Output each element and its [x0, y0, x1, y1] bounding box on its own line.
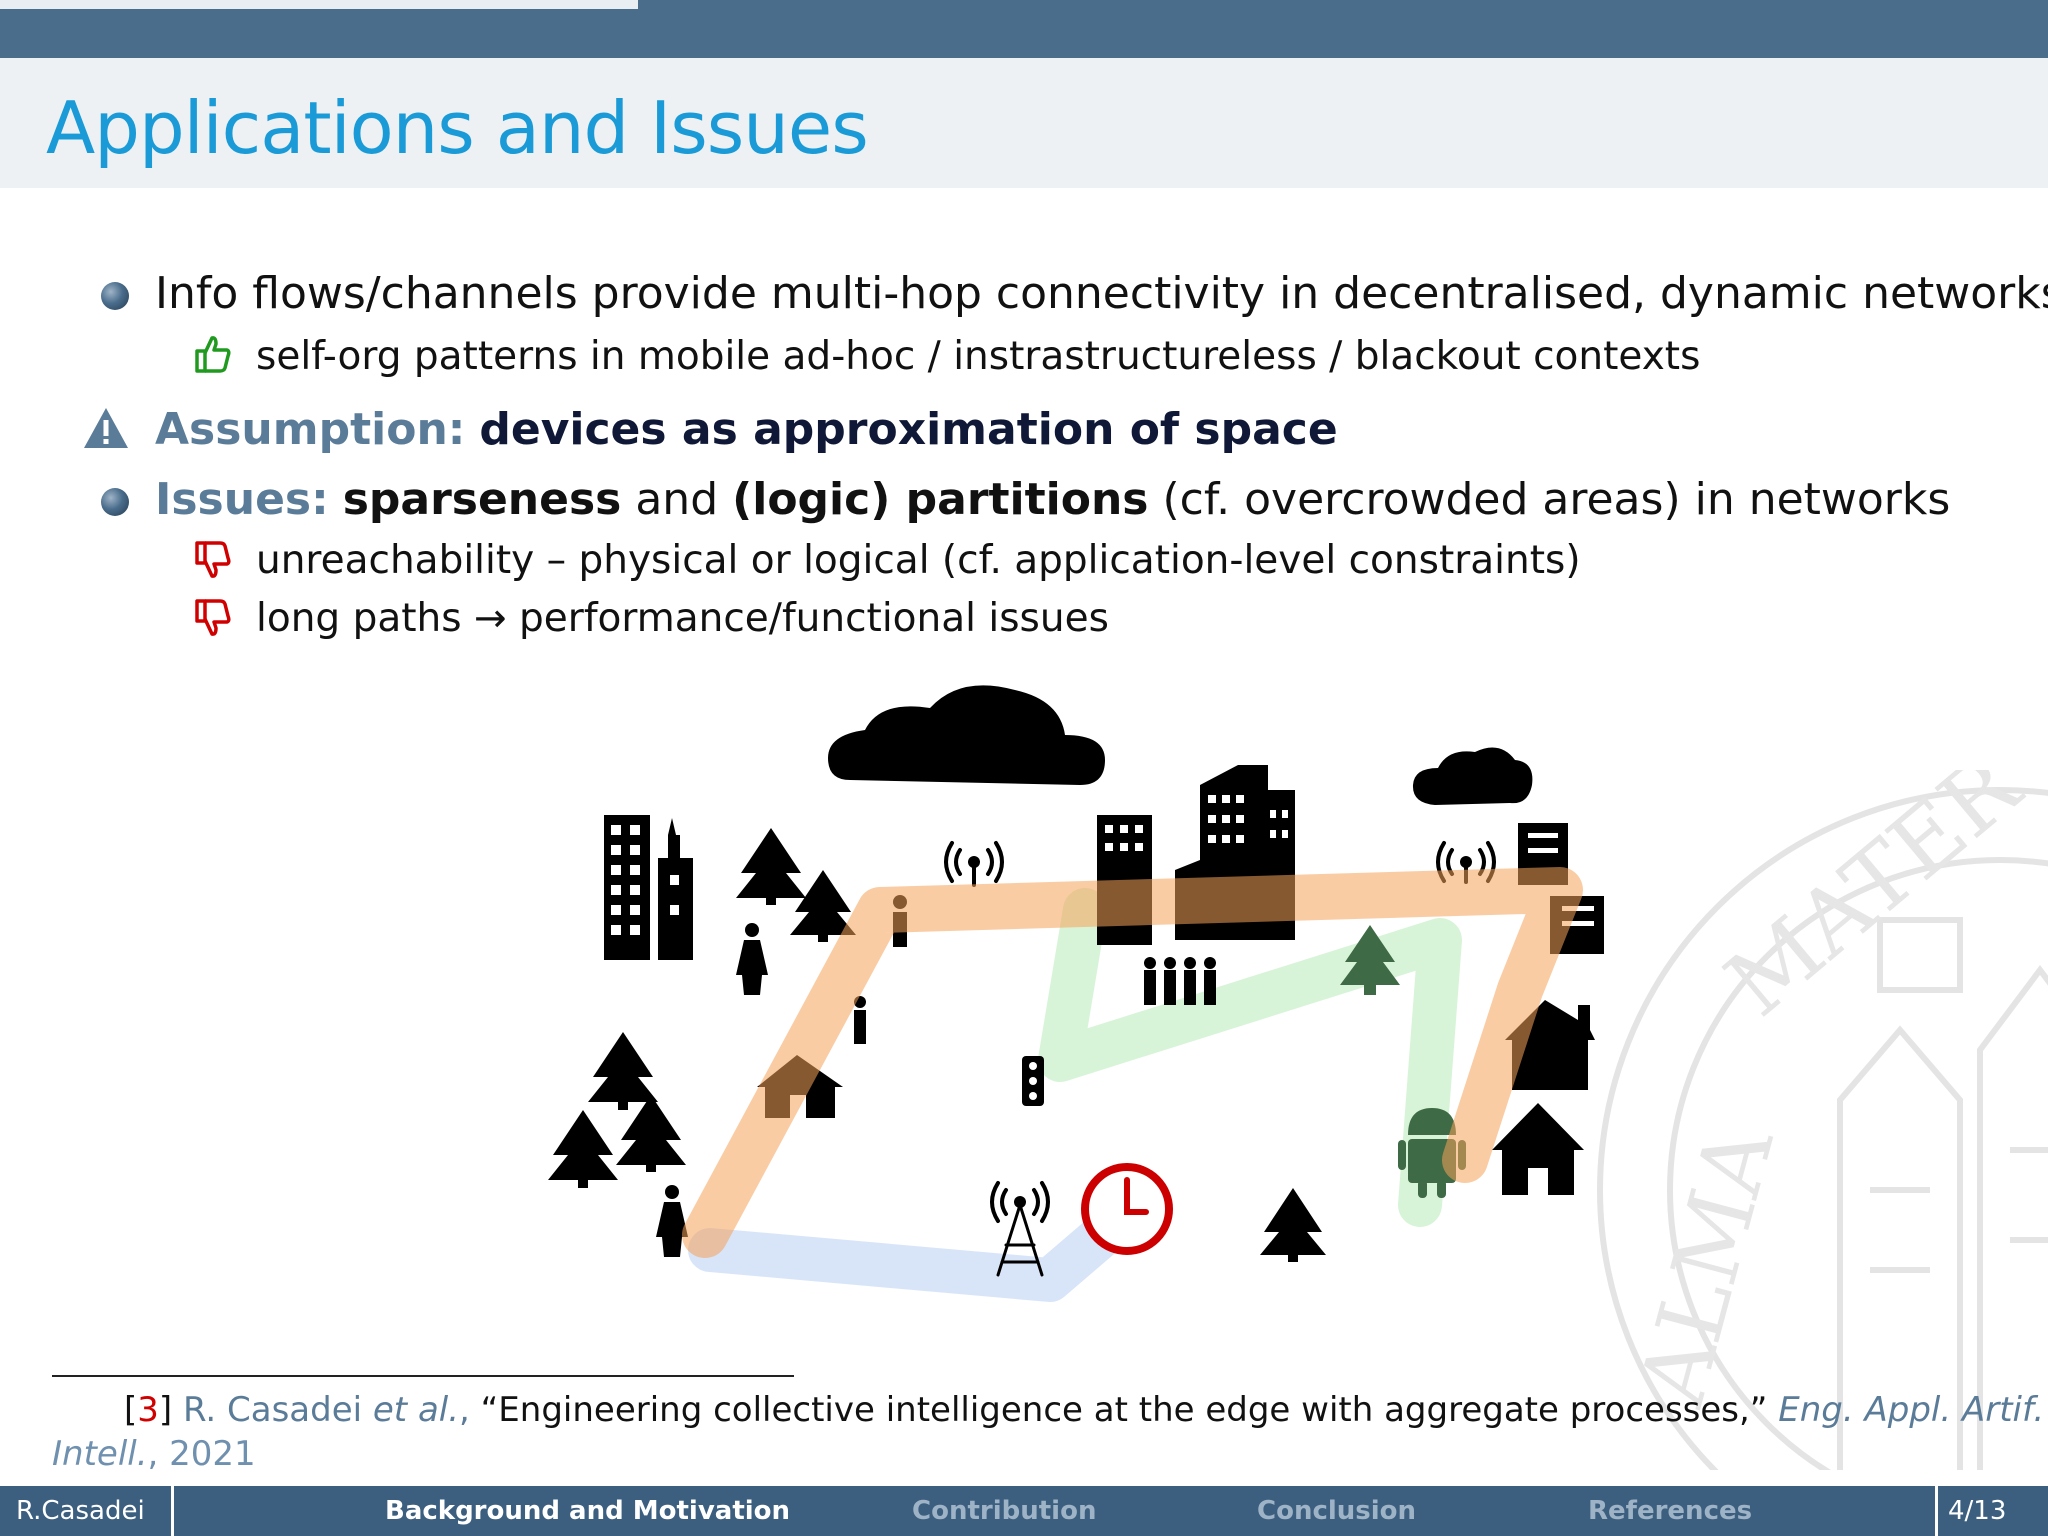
footer-author: R.Casadei [16, 1496, 145, 1526]
issues-and: and [621, 474, 733, 525]
performance-issues-text: performance/functional issues [506, 596, 1109, 641]
network-scenario-illustration [548, 685, 1604, 1302]
footer-navigation-bar: R.Casadei Background and Motivation Cont… [0, 1486, 2048, 1536]
footnote-number: 3 [137, 1390, 159, 1430]
sub-bullet-self-org: self-org patterns in mobile ad-hoc / ins… [256, 334, 1701, 379]
person-icon [656, 1185, 688, 1257]
right-arrow-icon: → [473, 596, 507, 641]
warning-triangle-icon [84, 408, 128, 448]
footnote-bracket-open: [ [124, 1390, 138, 1430]
long-paths-text: long paths [256, 596, 474, 641]
footnote-reference-line2: Intell., 2021 [52, 1434, 256, 1474]
bullet-assumption: Assumption: devices as approximation of … [155, 404, 1338, 455]
bullet-info-flows-text: Info flows/channels provide multi-hop co… [155, 268, 2048, 319]
assumption-label: Assumption: [155, 404, 466, 455]
thumbs-down-icon [195, 599, 231, 636]
footnote-reference: [3] R. Casadei et al., “Engineering coll… [124, 1390, 2044, 1430]
bullet-issues: Issues: sparseness and (logic) partition… [155, 474, 1950, 525]
nav-section-background[interactable]: Background and Motivation [385, 1496, 791, 1526]
nav-section-contribution[interactable]: Contribution [912, 1496, 1097, 1526]
tree-icon [736, 828, 806, 905]
sphere-bullet-icon [101, 282, 129, 310]
footnote-etal: et al. [372, 1390, 460, 1430]
assumption-text: devices as approximation of space [479, 404, 1338, 455]
tree-icon [616, 1095, 686, 1172]
issues-label: Issues: [155, 474, 329, 525]
tree-icon [588, 1032, 658, 1110]
footnote-authors: R. Casadei [182, 1390, 373, 1430]
footnote-separator [52, 1375, 794, 1377]
nav-section-conclusion[interactable]: Conclusion [1257, 1496, 1417, 1526]
blue-path [688, 1198, 1142, 1302]
sub-bullet-unreachability: unreachability – physical or logical (cf… [256, 538, 1581, 583]
footnote-bracket-close: ] [158, 1390, 183, 1430]
progress-highlight [0, 0, 638, 9]
svg-text:ALMA: ALMA [1620, 1115, 1795, 1416]
footnote-year: , 2021 [147, 1434, 256, 1474]
orange-path [682, 867, 1583, 1258]
tower-icon [658, 818, 693, 960]
tree-icon [790, 870, 856, 942]
tree-icon [548, 1110, 618, 1188]
thumbs-up-icon [195, 336, 231, 373]
person-icon [736, 923, 768, 995]
green-path [1038, 888, 1462, 1227]
house-icon [1492, 1103, 1584, 1195]
android-icon [1398, 1108, 1466, 1198]
footnote-comma: , [459, 1390, 481, 1430]
nav-section-references[interactable]: References [1588, 1496, 1753, 1526]
sphere-bullet-icon [101, 488, 129, 516]
top-header-bar [0, 0, 2048, 58]
bullet-info-flows: Info flows/channels provide multi-hop co… [155, 268, 2048, 319]
title-bar [0, 58, 2048, 188]
cloud-icon [828, 685, 1105, 785]
cell-tower-icon [990, 1181, 1050, 1277]
footer-divider [171, 1486, 174, 1536]
small-cloud-icon [1412, 747, 1533, 805]
footnote-title: “Engineering collective intelligence at … [480, 1390, 1768, 1430]
building-icon [604, 815, 650, 960]
people-group-icon [1144, 957, 1216, 1005]
thumbs-down-icon [195, 541, 231, 578]
slide-title: Applications and Issues [46, 86, 869, 170]
issues-rest: (cf. overcrowded areas) in networks [1148, 474, 1951, 525]
clock-icon [1081, 1163, 1173, 1255]
footnote-journal: Eng. Appl. Artif. [1767, 1390, 2045, 1430]
sub-bullet-long-paths: long paths → performance/functional issu… [256, 596, 1109, 641]
building-windows [611, 795, 1594, 1100]
page-number: 4/13 [1948, 1496, 2007, 1526]
footnote-journal-cont: Intell. [52, 1434, 148, 1474]
footer-divider [1935, 1486, 1938, 1536]
tree-icon [1260, 1188, 1326, 1262]
university-seal-watermark: ALMA MATER [1597, 770, 2048, 1470]
issues-sparseness: sparseness [342, 474, 622, 525]
tree-icon [1340, 925, 1400, 995]
issues-partitions: (logic) partitions [732, 474, 1149, 525]
